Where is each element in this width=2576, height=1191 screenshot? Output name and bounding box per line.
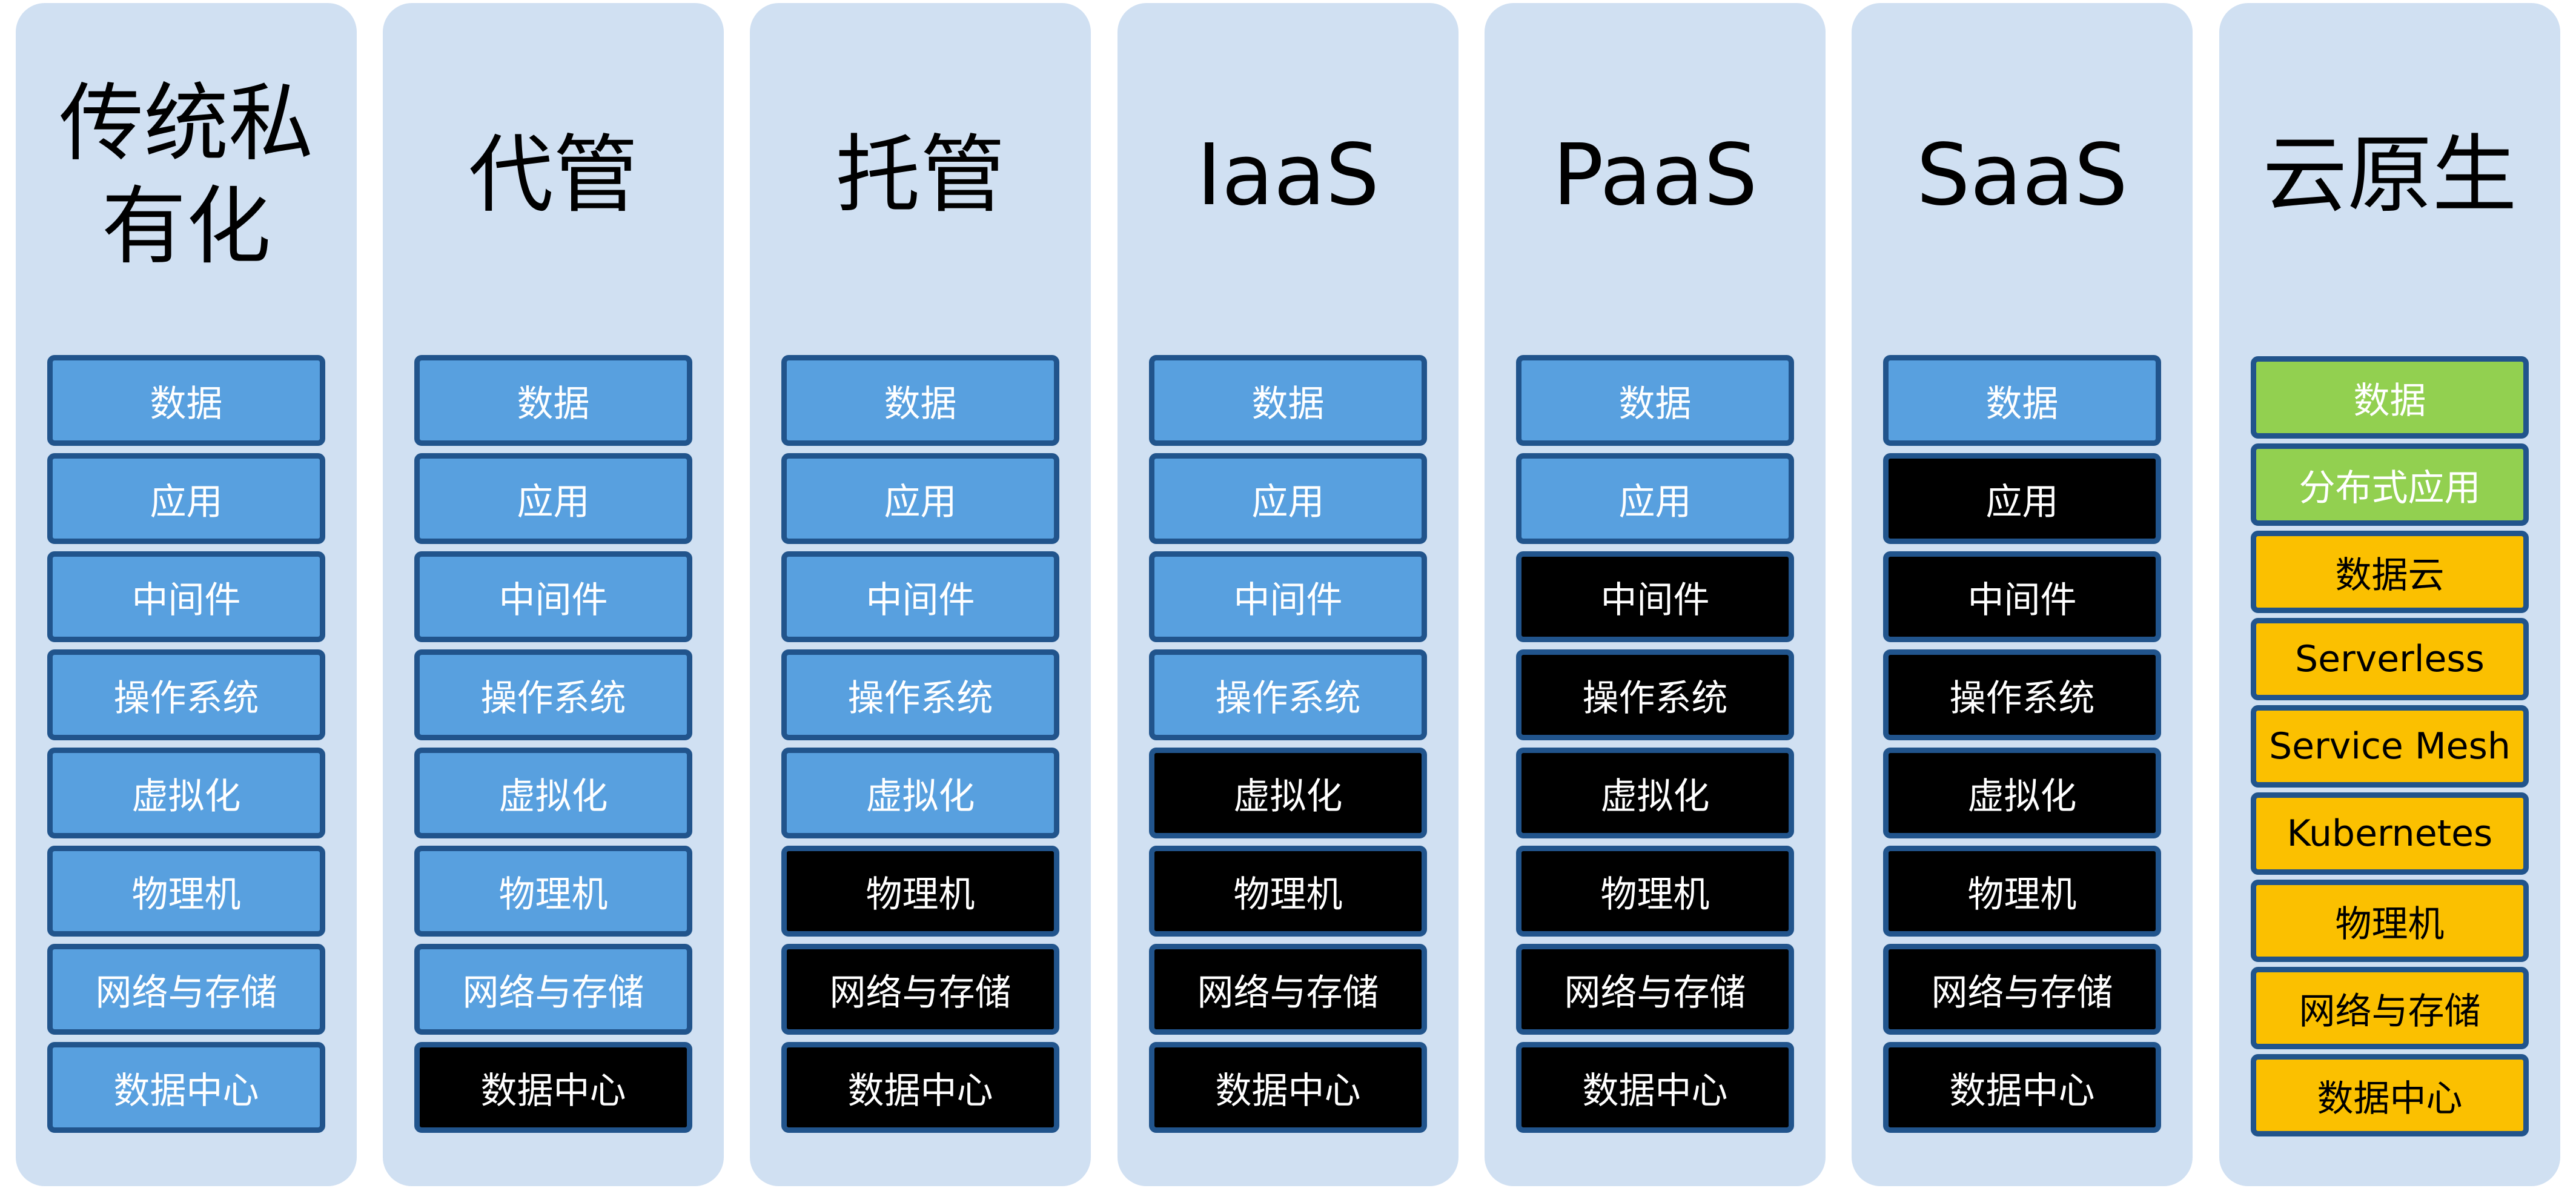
column-saas: SaaS 数据 应用 中间件 操作系统 虚拟化 物理机 网络与存储 数据中心 — [1852, 3, 2193, 1186]
layer-cell: 物理机 — [781, 846, 1059, 937]
layer-cell: 分布式应用 — [2251, 443, 2529, 526]
layer-cell: 操作系统 — [1883, 649, 2161, 740]
layer-cell: 数据中心 — [47, 1042, 325, 1133]
layer-cell: 数据中心 — [414, 1042, 692, 1133]
column-title-line: PaaS — [1552, 126, 1758, 225]
layer-cell: 应用 — [781, 453, 1059, 544]
layer-cell: 网络与存储 — [1883, 944, 2161, 1035]
column-title-line: 有化 — [101, 177, 271, 276]
layer-cell: 网络与存储 — [414, 944, 692, 1035]
column-iaas: IaaS 数据 应用 中间件 操作系统 虚拟化 物理机 网络与存储 数据中心 — [1117, 3, 1459, 1186]
layer-cell: 物理机 — [1149, 846, 1427, 937]
layer-cell: 数据 — [2251, 356, 2529, 439]
column-paas: PaaS 数据 应用 中间件 操作系统 虚拟化 物理机 网络与存储 数据中心 — [1485, 3, 1826, 1186]
column-title: IaaS — [1117, 3, 1459, 348]
layer-cell: 物理机 — [414, 846, 692, 937]
column-title-line: IaaS — [1196, 126, 1380, 225]
layer-cell: 应用 — [414, 453, 692, 544]
layer-cell: 数据 — [781, 355, 1059, 446]
column-managed: 代管 数据 应用 中间件 操作系统 虚拟化 物理机 网络与存储 数据中心 — [383, 3, 724, 1186]
column-title: 代管 — [383, 3, 724, 348]
layer-cell: 数据中心 — [1516, 1042, 1794, 1133]
layer-cell: 虚拟化 — [1883, 748, 2161, 838]
layer-cell: 网络与存储 — [2251, 967, 2529, 1049]
layer-cell: 数据 — [1883, 355, 2161, 446]
layer-cell: 操作系统 — [1149, 649, 1427, 740]
layer-cell: 虚拟化 — [414, 748, 692, 838]
layer-cell: 物理机 — [1516, 846, 1794, 937]
layer-cell: 中间件 — [1883, 551, 2161, 642]
layer-cell: 网络与存储 — [47, 944, 325, 1035]
layer-cell: 虚拟化 — [1149, 748, 1427, 838]
column-title-line: 代管 — [468, 126, 638, 225]
layer-cell: 数据中心 — [781, 1042, 1059, 1133]
layer-cell: 中间件 — [1149, 551, 1427, 642]
layer-cell: 数据中心 — [1883, 1042, 2161, 1133]
column-title: 云原生 — [2219, 3, 2560, 348]
layer-cell: Service Mesh — [2251, 705, 2529, 788]
layer-cell: 网络与存储 — [781, 944, 1059, 1035]
layer-cell: 应用 — [1883, 453, 2161, 544]
column-title: 传统私 有化 — [16, 3, 357, 348]
layer-cell: 网络与存储 — [1149, 944, 1427, 1035]
layer-cell: 操作系统 — [1516, 649, 1794, 740]
layer-cell: Serverless — [2251, 618, 2529, 700]
column-title: 托管 — [750, 3, 1091, 348]
layer-cell: 虚拟化 — [781, 748, 1059, 838]
column-title-line: SaaS — [1916, 126, 2128, 225]
layer-cell: 数据 — [47, 355, 325, 446]
layer-cell: 应用 — [1149, 453, 1427, 544]
layer-cell: 数据 — [414, 355, 692, 446]
column-title: PaaS — [1485, 3, 1826, 348]
layer-cell: 数据中心 — [2251, 1054, 2529, 1136]
layer-cell: 网络与存储 — [1516, 944, 1794, 1035]
layer-cell: 物理机 — [1883, 846, 2161, 937]
layer-cell: 中间件 — [414, 551, 692, 642]
column-traditional-private: 传统私 有化 数据 应用 中间件 操作系统 虚拟化 物理机 网络与存储 数据中心 — [16, 3, 357, 1186]
layer-cell: 数据 — [1149, 355, 1427, 446]
column-title-line: 传统私 — [59, 75, 314, 173]
column-title: SaaS — [1852, 3, 2193, 348]
layer-cell: 中间件 — [781, 551, 1059, 642]
column-hosted: 托管 数据 应用 中间件 操作系统 虚拟化 物理机 网络与存储 数据中心 — [750, 3, 1091, 1186]
layer-cell: 数据 — [1516, 355, 1794, 446]
layer-cell: 应用 — [47, 453, 325, 544]
layer-cell: 操作系统 — [781, 649, 1059, 740]
layer-cell: 物理机 — [47, 846, 325, 937]
layer-cell: 应用 — [1516, 453, 1794, 544]
layer-cell: 中间件 — [1516, 551, 1794, 642]
column-cloud-native: 云原生 数据 分布式应用 数据云 Serverless Service Mesh… — [2219, 3, 2560, 1186]
column-title-line: 托管 — [835, 126, 1005, 225]
layer-cell: 操作系统 — [47, 649, 325, 740]
layer-cell: Kubernetes — [2251, 792, 2529, 875]
layer-cell: 数据中心 — [1149, 1042, 1427, 1133]
layer-cell: 中间件 — [47, 551, 325, 642]
column-title-line: 云原生 — [2262, 126, 2517, 225]
layer-cell: 物理机 — [2251, 880, 2529, 962]
layer-cell: 数据云 — [2251, 531, 2529, 613]
layer-cell: 虚拟化 — [1516, 748, 1794, 838]
layer-cell: 操作系统 — [414, 649, 692, 740]
layer-cell: 虚拟化 — [47, 748, 325, 838]
